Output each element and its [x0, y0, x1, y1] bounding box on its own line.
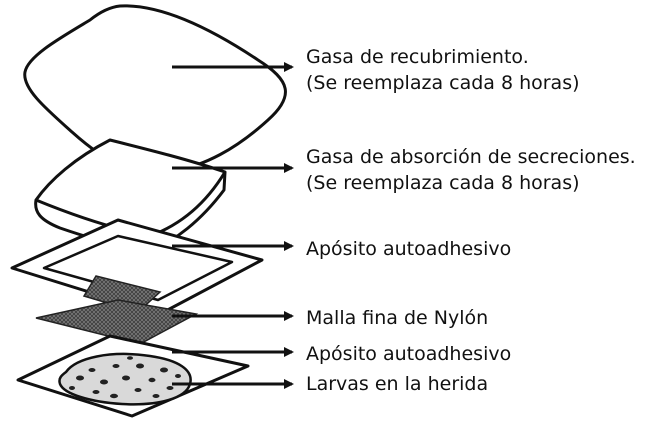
- adhesive-dressing-upper-shape: [10, 218, 264, 316]
- label-line: Gasa de absorción de secreciones.: [306, 146, 636, 168]
- label-line: Gasa de recubrimiento.: [306, 46, 529, 68]
- label-line: Apósito autoadhesivo: [306, 343, 512, 365]
- callout-arrows: [172, 62, 294, 389]
- label-line: (Se reemplaza cada 8 horas): [306, 172, 580, 194]
- label-nylon-mesh: Malla fina de Nylón: [306, 305, 488, 331]
- label-line: Larvas en la herida: [306, 373, 489, 395]
- label-larvae-in-wound: Larvas en la herida: [306, 371, 488, 397]
- label-adhesive-dressing-lower: Apósito autoadhesivo: [306, 341, 511, 367]
- covering-gauze-shape: [23, 4, 287, 175]
- label-covering-gauze: Gasa de recubrimiento. (Se reemplaza cad…: [306, 44, 580, 96]
- label-line: Malla fina de Nylón: [306, 307, 489, 329]
- nylon-mesh-shape: [35, 275, 199, 345]
- label-absorption-gauze: Gasa de absorción de secreciones. (Se re…: [306, 144, 636, 196]
- wound-larvae-shape: [58, 352, 192, 406]
- label-line: (Se reemplaza cada 8 horas): [306, 72, 580, 94]
- label-adhesive-dressing-upper: Apósito autoadhesivo: [306, 236, 511, 262]
- label-line: Apósito autoadhesivo: [306, 238, 512, 260]
- absorption-gauze-shape: [34, 138, 227, 254]
